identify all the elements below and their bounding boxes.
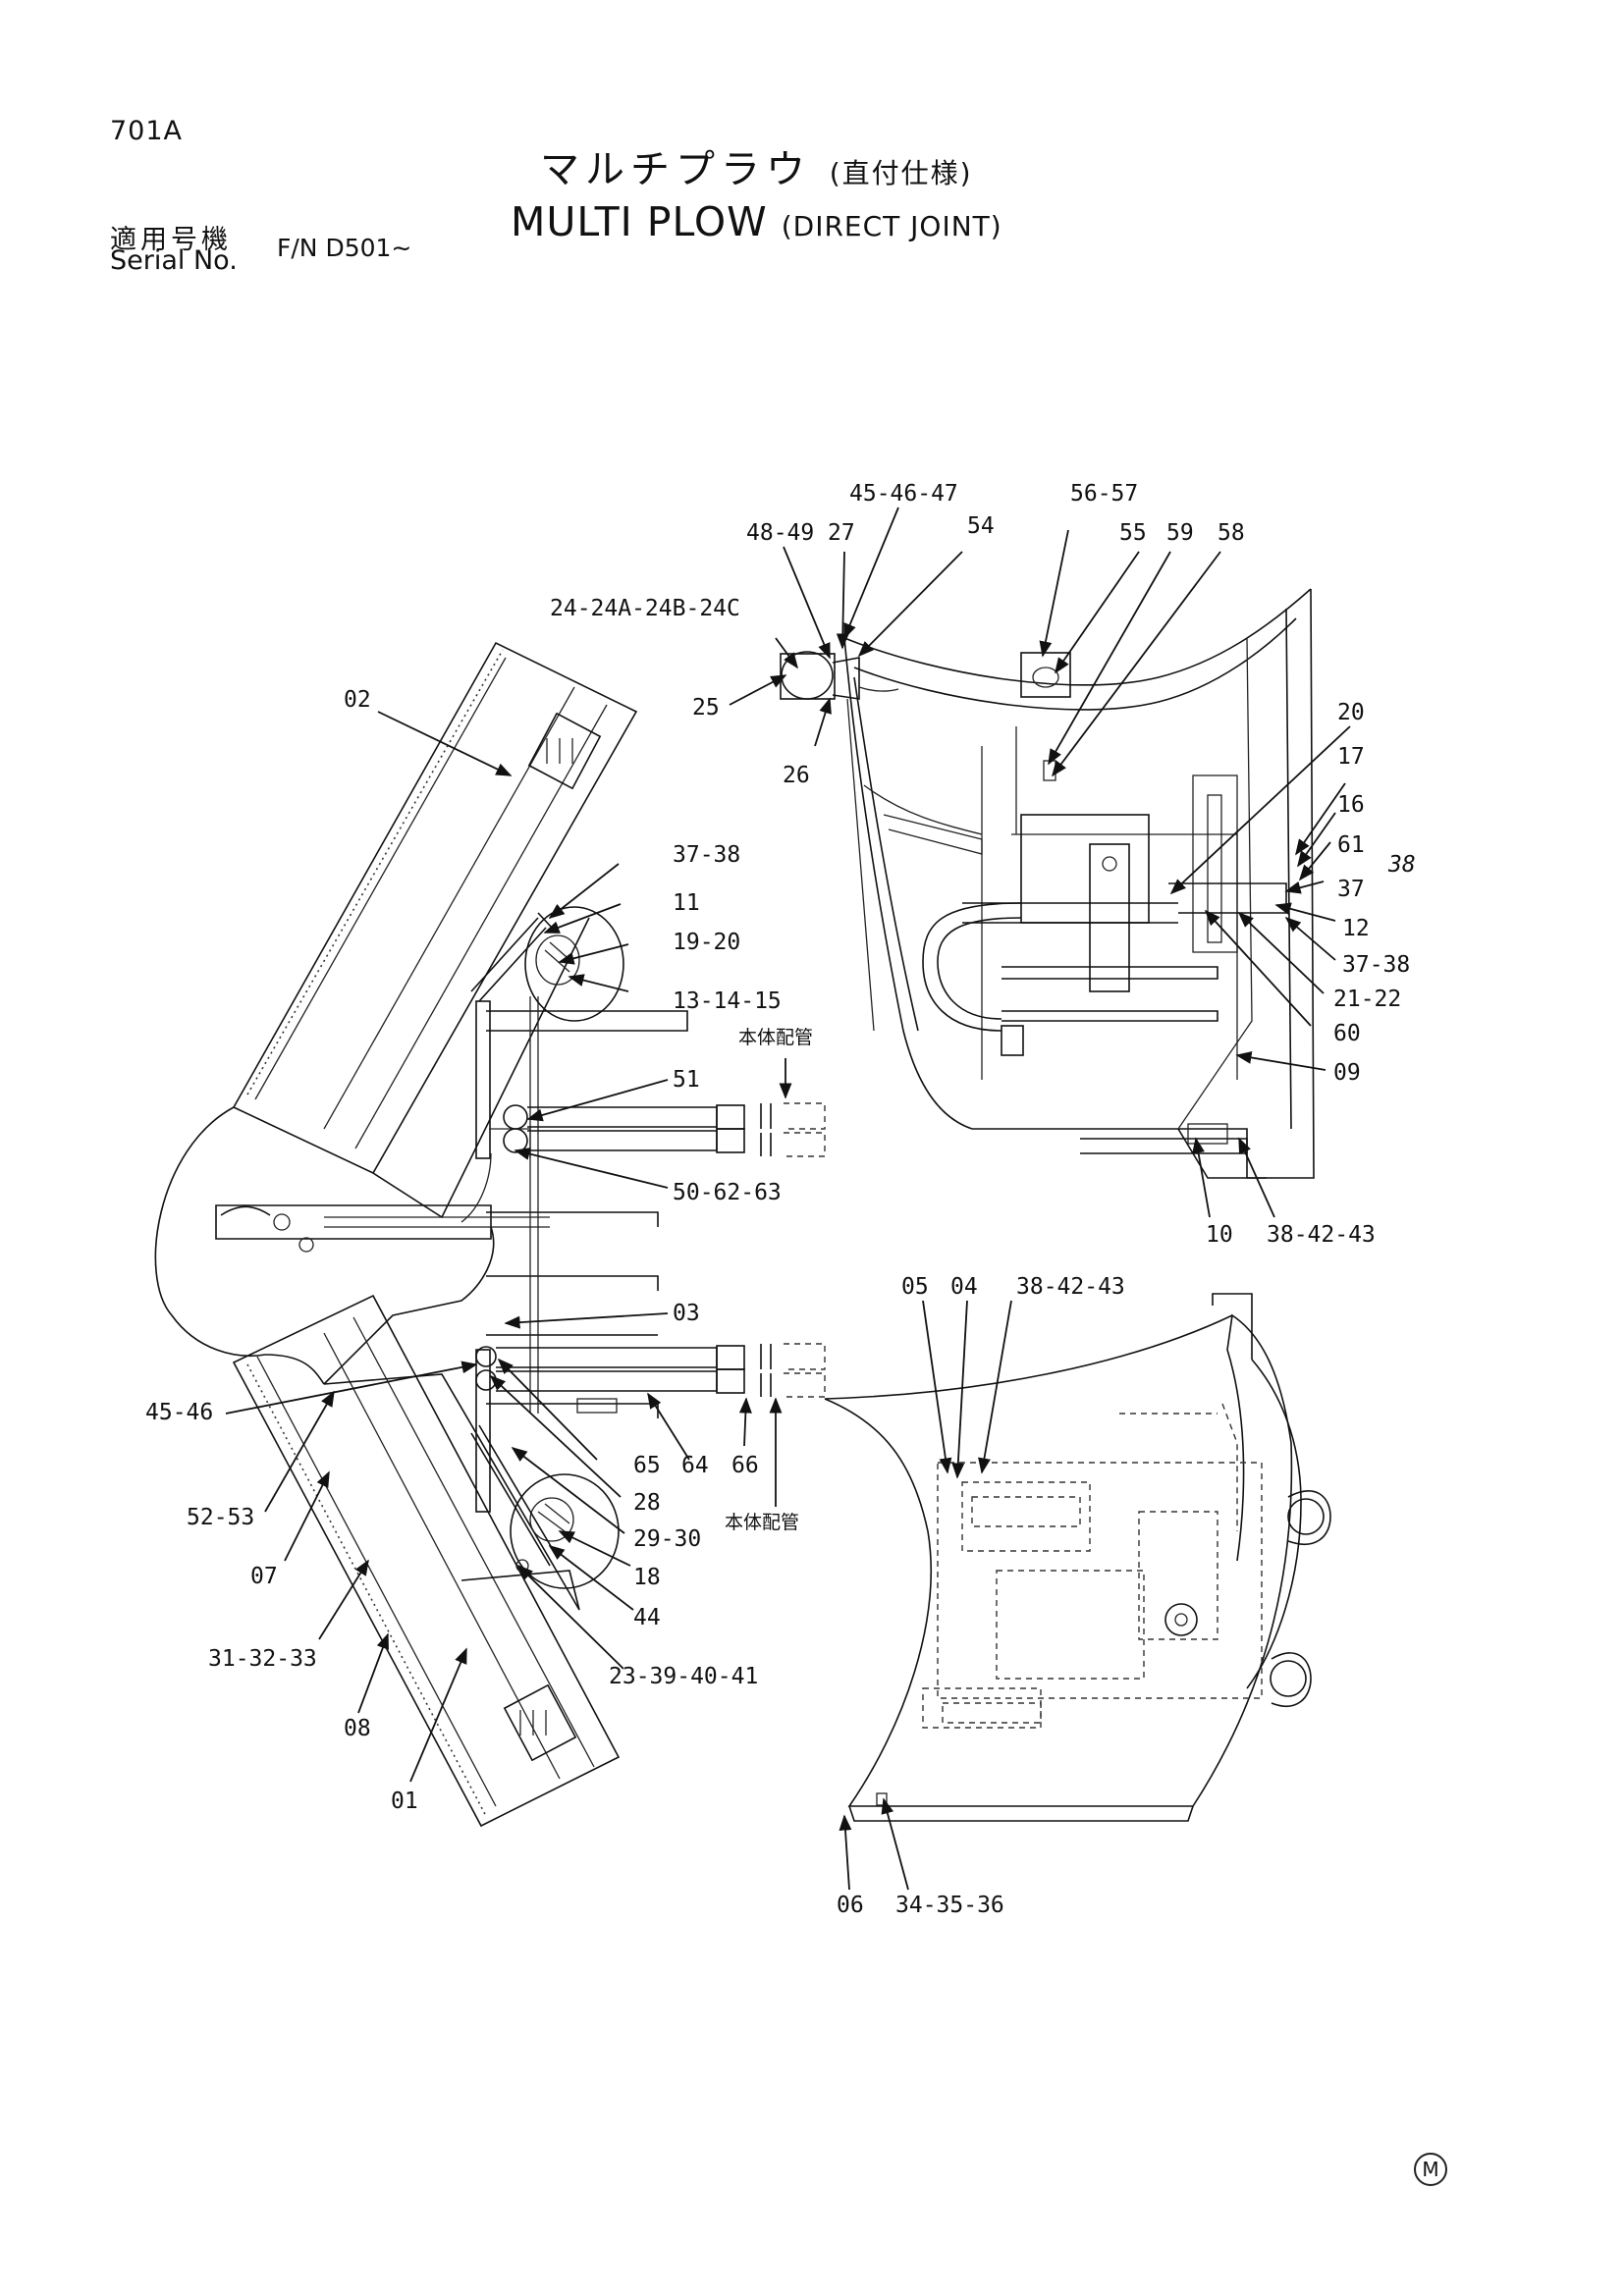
callout-leaders [225, 507, 1351, 1891]
callout-01: 01 [391, 1789, 418, 1814]
upper-wing-blade [232, 641, 638, 1219]
callout-04: 04 [950, 1274, 978, 1300]
callout-16: 16 [1337, 792, 1365, 818]
callout-54: 54 [967, 513, 995, 539]
callout-52-53: 52-53 [187, 1505, 254, 1530]
lower-wing-blade [232, 1294, 621, 1828]
upper-cylinder [470, 906, 624, 1159]
serial-label-en: Serial No. [110, 245, 238, 276]
callout-38-42-43-side: 38-42-43 [1016, 1274, 1125, 1300]
lower-cylinder [460, 1349, 620, 1611]
serial-value: F/N D501∼ [277, 234, 412, 262]
callout-03: 03 [673, 1301, 700, 1326]
serial-label-jp: 適用号機 [110, 225, 232, 255]
callout-64: 64 [681, 1453, 709, 1478]
callout-31-32-33: 31-32-33 [208, 1646, 317, 1672]
callout-06: 06 [837, 1893, 864, 1918]
callout-12: 12 [1342, 916, 1370, 941]
callout-37: 37 [1337, 877, 1365, 902]
callout-13-14-15: 13-14-15 [673, 988, 782, 1014]
callout-61: 61 [1337, 832, 1365, 858]
title-jp-sub: (直付仕様) [829, 157, 973, 189]
callout-piping-lower: 本体配管 [725, 1512, 799, 1533]
callout-48-49: 48-49 [746, 520, 814, 546]
callout-28: 28 [633, 1490, 661, 1516]
callout-65: 65 [633, 1453, 661, 1478]
callout-38-handwritten: 38 [1387, 852, 1416, 878]
title-english: MULTI PLOW (DIRECT JOINT) [511, 198, 1002, 245]
callout-19-20: 19-20 [673, 930, 740, 955]
center-frame [215, 996, 688, 1418]
callout-66: 66 [731, 1453, 759, 1478]
callout-17: 17 [1337, 744, 1365, 770]
callout-29-30: 29-30 [633, 1526, 701, 1552]
callout-25: 25 [692, 695, 720, 721]
title-japanese: マルチプラウ (直付仕様) [540, 137, 973, 194]
callout-09: 09 [1333, 1060, 1361, 1086]
callout-08: 08 [344, 1716, 371, 1741]
side-view-blade [824, 1293, 1331, 1822]
callout-58: 58 [1218, 520, 1245, 546]
callout-23-39-40-41: 23-39-40-41 [609, 1664, 758, 1689]
callout-labels: 45-46-47 48-49 27 54 56-57 55 59 58 24-2… [145, 481, 1416, 1918]
callout-55: 55 [1119, 520, 1147, 546]
callout-26: 26 [783, 763, 810, 788]
front-view-blade [780, 588, 1315, 1179]
callout-02: 02 [344, 687, 371, 713]
manufacturer-mark: M [1414, 2153, 1447, 2186]
callout-59: 59 [1166, 520, 1194, 546]
callout-24-24a-24b-24c: 24-24A-24B-24C [550, 596, 740, 621]
top-view-blade [154, 641, 826, 1828]
callout-51: 51 [673, 1067, 700, 1093]
page-code: 701A [110, 116, 184, 146]
callout-44: 44 [633, 1605, 661, 1630]
lower-hoses [475, 1343, 826, 1414]
callout-10: 10 [1206, 1222, 1233, 1248]
callout-34-35-36: 34-35-36 [895, 1893, 1004, 1918]
callout-56-57: 56-57 [1070, 481, 1138, 507]
callout-45-46-47: 45-46-47 [849, 481, 958, 507]
callout-27: 27 [828, 520, 855, 546]
callout-20: 20 [1337, 700, 1365, 725]
center-arc [154, 1106, 266, 1357]
callout-37-38: 37-38 [673, 842, 740, 868]
title-jp-main: マルチプラウ [540, 147, 811, 192]
upper-hoses [460, 1102, 826, 1223]
callout-18: 18 [633, 1565, 661, 1590]
title-en-main: MULTI PLOW [511, 198, 768, 245]
callout-38-42-43-top: 38-42-43 [1267, 1222, 1376, 1248]
callout-07: 07 [250, 1564, 278, 1589]
callout-45-46: 45-46 [145, 1400, 213, 1425]
callout-60: 60 [1333, 1021, 1361, 1046]
callout-37-38-right: 37-38 [1342, 952, 1410, 978]
callout-50-62-63: 50-62-63 [673, 1180, 782, 1205]
callout-21-22: 21-22 [1333, 987, 1401, 1012]
callout-11: 11 [673, 890, 700, 916]
callout-piping-upper: 本体配管 [738, 1027, 813, 1048]
callout-05: 05 [901, 1274, 929, 1300]
title-en-sub: (DIRECT JOINT) [781, 210, 1002, 242]
